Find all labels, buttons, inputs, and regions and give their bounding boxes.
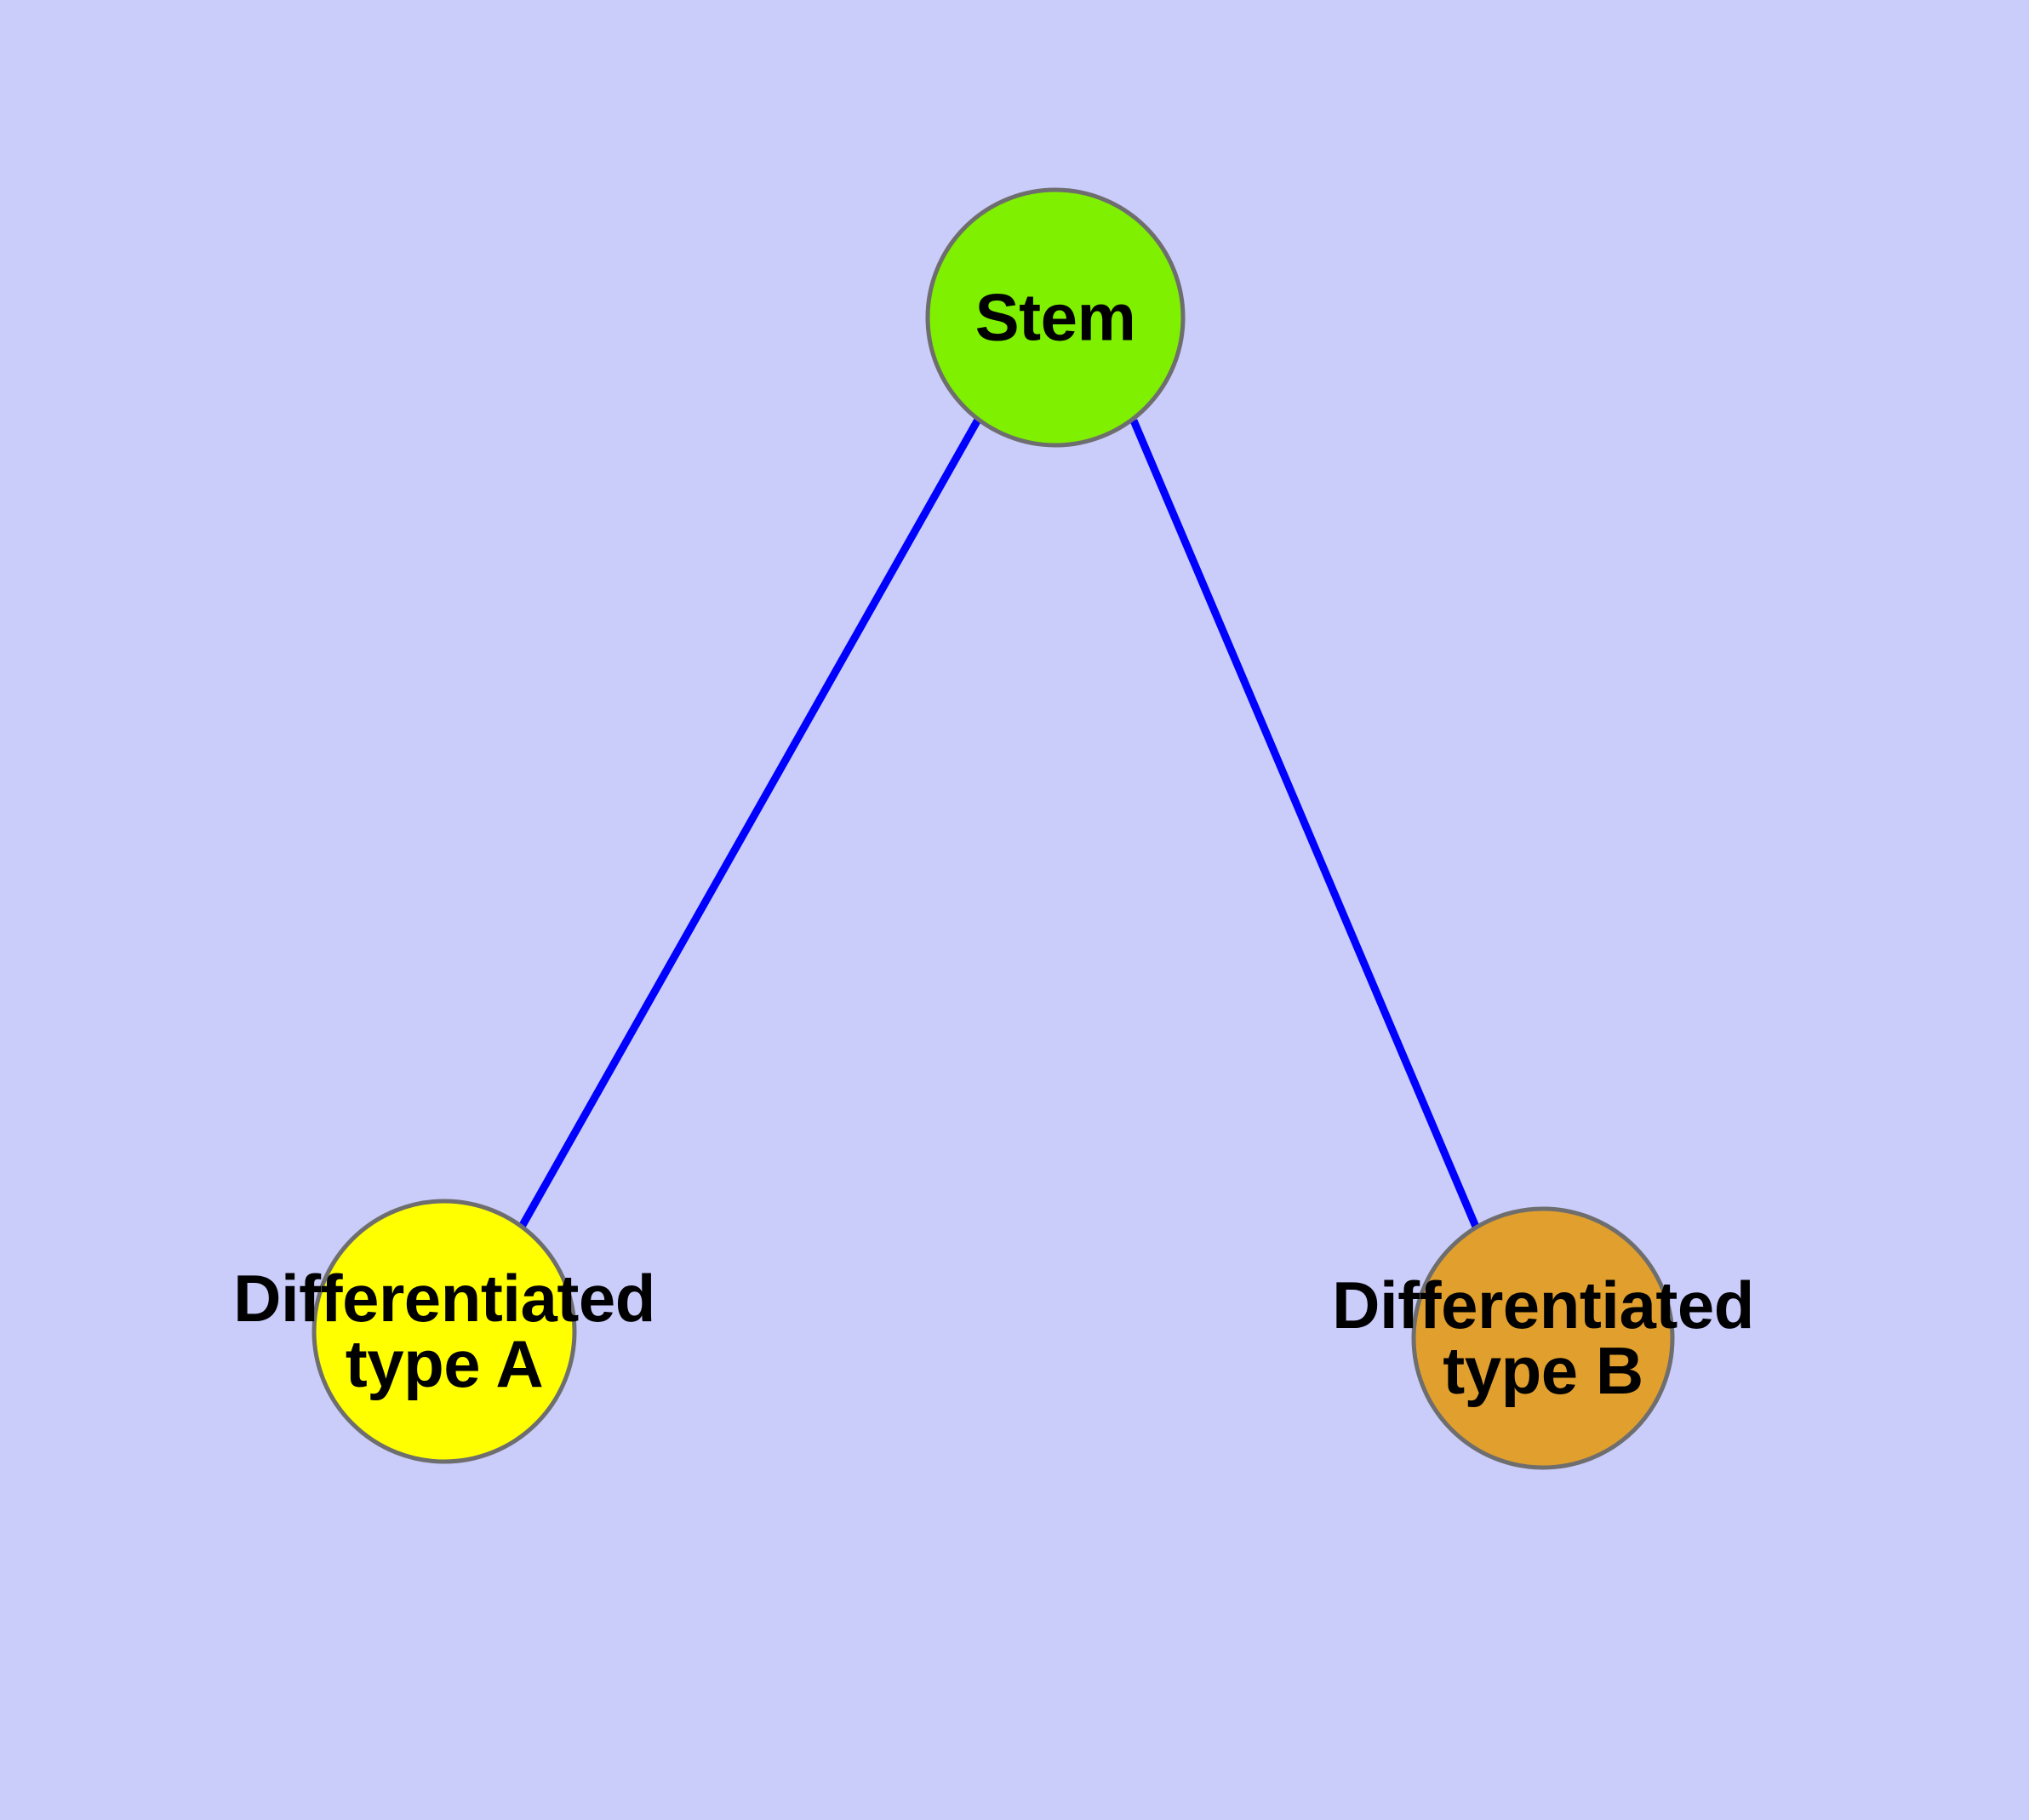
edge-layer	[518, 417, 1480, 1229]
node-stem-label: Stem	[975, 280, 1136, 355]
edge-stem-to-differentiated-type-a[interactable]	[518, 417, 981, 1229]
label-line: type A	[346, 1326, 544, 1401]
node-differentiated-type-a-circle[interactable]	[311, 1199, 577, 1464]
label-line: type B	[1443, 1333, 1643, 1408]
label-line: Differentiated	[1332, 1268, 1754, 1342]
node-stem-circle[interactable]	[925, 187, 1186, 448]
node-differentiated-type-b-circle[interactable]	[1411, 1206, 1675, 1470]
node-stem[interactable]: Stem	[925, 187, 1186, 448]
edge-stem-to-differentiated-type-b[interactable]	[1129, 419, 1480, 1228]
label-line: Stem	[975, 280, 1136, 355]
label-line: Differentiated	[233, 1261, 655, 1336]
